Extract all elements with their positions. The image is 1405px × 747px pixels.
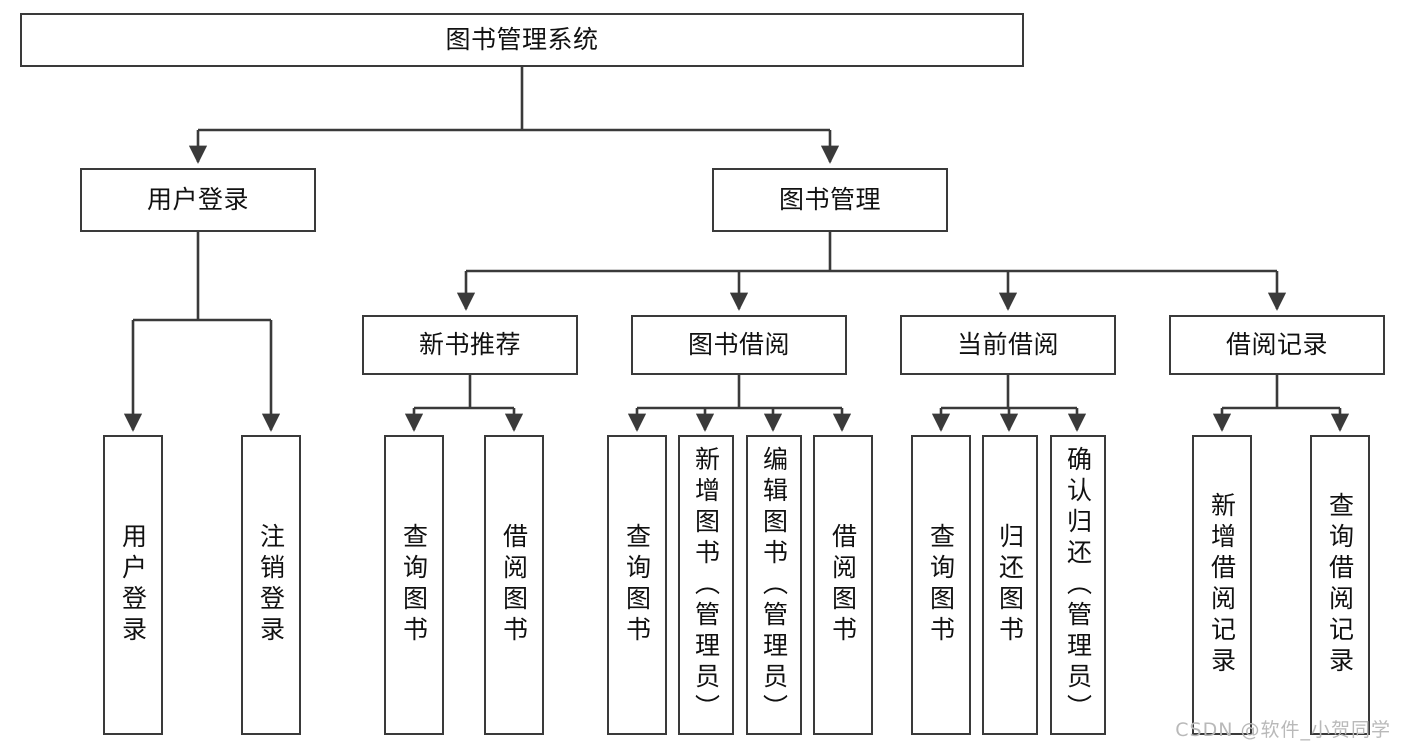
node-leaf-edit-book[interactable]: 编辑图书（管理员）	[746, 435, 802, 735]
node-leaf-add-record[interactable]: 新增借阅记录	[1192, 435, 1252, 735]
node-leaf-add-book[interactable]: 新增图书（管理员）	[678, 435, 734, 735]
node-leaf-confirm-return[interactable]: 确认归还（管理员）	[1050, 435, 1106, 735]
node-root-label: 图书管理系统	[445, 25, 599, 55]
node-leaf-confirm-return-label: 确认归还（管理员）	[1063, 445, 1093, 725]
node-leaf-query-book-2-label: 查询图书	[622, 523, 652, 647]
node-borrow-record[interactable]: 借阅记录	[1169, 315, 1385, 375]
node-leaf-edit-book-label: 编辑图书（管理员）	[759, 445, 789, 725]
node-new-book-recommend-label: 新书推荐	[418, 330, 521, 360]
node-leaf-user-logout[interactable]: 注销登录	[241, 435, 301, 735]
node-leaf-query-book-1[interactable]: 查询图书	[384, 435, 444, 735]
node-leaf-query-book-1-label: 查询图书	[399, 523, 429, 647]
node-leaf-query-book-3-label: 查询图书	[926, 523, 956, 647]
node-user-login[interactable]: 用户登录	[80, 168, 316, 232]
node-leaf-query-record[interactable]: 查询借阅记录	[1310, 435, 1370, 735]
node-leaf-query-record-label: 查询借阅记录	[1325, 492, 1355, 678]
node-leaf-query-book-3[interactable]: 查询图书	[911, 435, 971, 735]
node-leaf-user-logout-label: 注销登录	[256, 523, 286, 647]
node-book-borrow-label: 图书借阅	[687, 330, 790, 360]
node-borrow-record-label: 借阅记录	[1225, 330, 1328, 360]
node-current-borrow[interactable]: 当前借阅	[900, 315, 1116, 375]
node-book-manage-label: 图书管理	[778, 185, 881, 215]
node-leaf-query-book-2[interactable]: 查询图书	[607, 435, 667, 735]
node-leaf-return-book[interactable]: 归还图书	[982, 435, 1038, 735]
node-leaf-borrow-book-1-label: 借阅图书	[499, 523, 529, 647]
node-book-manage[interactable]: 图书管理	[712, 168, 948, 232]
node-leaf-borrow-book-2[interactable]: 借阅图书	[813, 435, 873, 735]
node-new-book-recommend[interactable]: 新书推荐	[362, 315, 578, 375]
node-leaf-return-book-label: 归还图书	[995, 523, 1025, 647]
node-root[interactable]: 图书管理系统	[20, 13, 1024, 67]
node-user-login-label: 用户登录	[146, 185, 249, 215]
node-book-borrow[interactable]: 图书借阅	[631, 315, 847, 375]
node-leaf-user-login[interactable]: 用户登录	[103, 435, 163, 735]
node-leaf-add-record-label: 新增借阅记录	[1207, 492, 1237, 678]
node-leaf-user-login-label: 用户登录	[118, 523, 148, 647]
node-leaf-borrow-book-2-label: 借阅图书	[828, 523, 858, 647]
node-leaf-borrow-book-1[interactable]: 借阅图书	[484, 435, 544, 735]
node-current-borrow-label: 当前借阅	[956, 330, 1059, 360]
node-leaf-add-book-label: 新增图书（管理员）	[691, 445, 721, 725]
